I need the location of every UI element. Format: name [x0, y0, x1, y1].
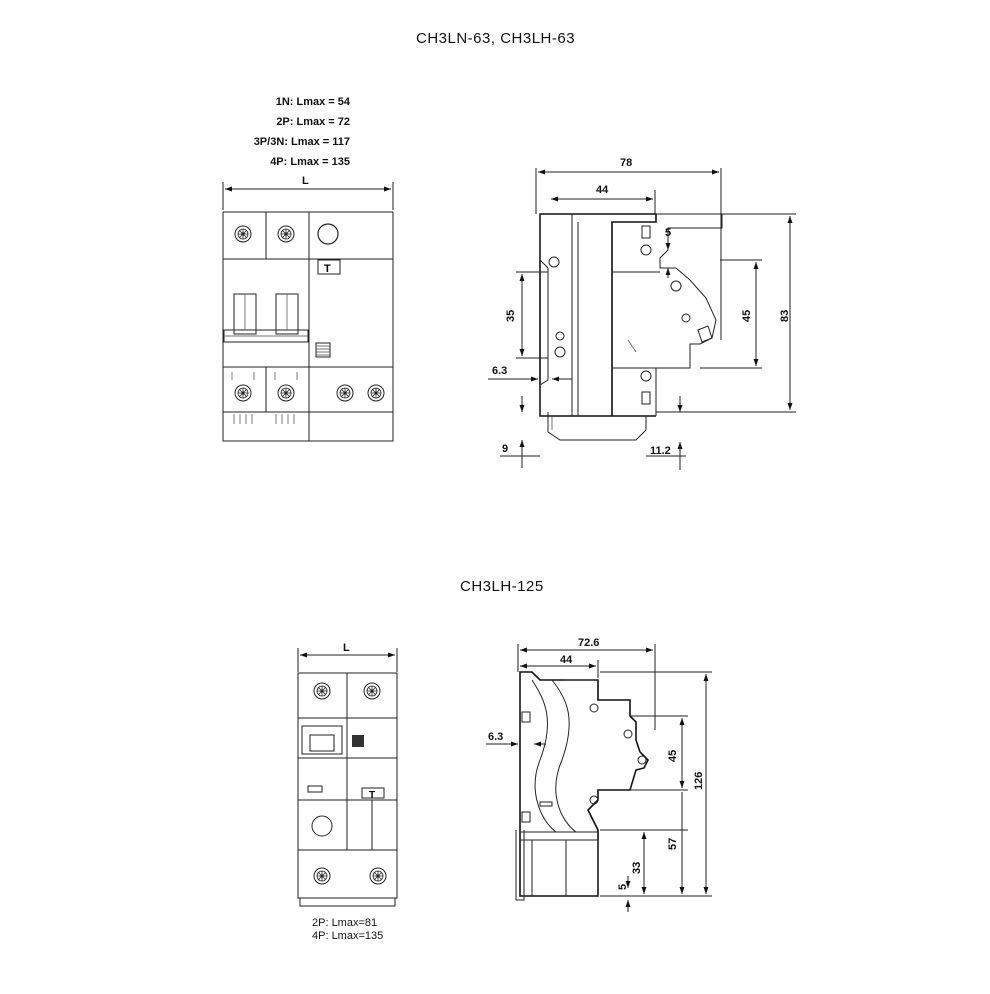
dim-11-2: 11.2 [650, 445, 671, 457]
lmax-notes-bottom: 2P: Lmax=81 4P: Lmax=135 [312, 917, 383, 943]
lmax-note: 2P: Lmax = 72 [276, 116, 350, 128]
dim-6-3-bottom: 6.3 [488, 731, 503, 743]
dim-45-bottom: 45 [667, 750, 679, 762]
dim-44: 44 [596, 184, 609, 196]
svg-text:T: T [324, 263, 331, 275]
dim-126: 126 [693, 772, 705, 790]
dim-35: 35 [505, 310, 517, 322]
dim-83: 83 [779, 310, 791, 322]
lmax-notes-top: 1N: Lmax = 54 2P: Lmax = 72 3P/3N: Lmax … [250, 92, 350, 172]
title-top: CH3LN-63, CH3LH-63 [416, 30, 576, 47]
dim-5-top: 5 [665, 227, 671, 239]
lmax-note: 4P: Lmax=135 [312, 930, 384, 942]
side-view-bottom: 72.6 44 6.3 45 126 [486, 637, 712, 912]
dim-44-bottom: 44 [560, 654, 573, 666]
dim-57: 57 [667, 838, 679, 850]
dim-6-3-top: 6.3 [492, 365, 507, 377]
dim-5-bottom: 5 [617, 884, 629, 890]
lmax-note: 1N: Lmax = 54 [275, 96, 350, 108]
dim-33: 33 [631, 862, 643, 874]
lmax-note: 4P: Lmax = 135 [270, 156, 350, 168]
dim-width-top: L [302, 175, 309, 187]
dim-45-top: 45 [741, 310, 753, 322]
front-view-top: L T [222, 175, 394, 442]
front-view-bottom: L T [297, 642, 398, 907]
dim-9: 9 [502, 443, 508, 455]
dim-72-6: 72.6 [578, 637, 599, 649]
svg-text:T: T [369, 790, 375, 801]
side-view-top: 78 44 5 35 [488, 157, 796, 470]
title-bottom: CH3LH-125 [460, 578, 544, 595]
dim-width-bottom: L [343, 642, 350, 654]
lmax-note: 2P: Lmax=81 [312, 917, 378, 929]
dim-78: 78 [620, 157, 632, 169]
lmax-note: 3P/3N: Lmax = 117 [253, 136, 350, 148]
